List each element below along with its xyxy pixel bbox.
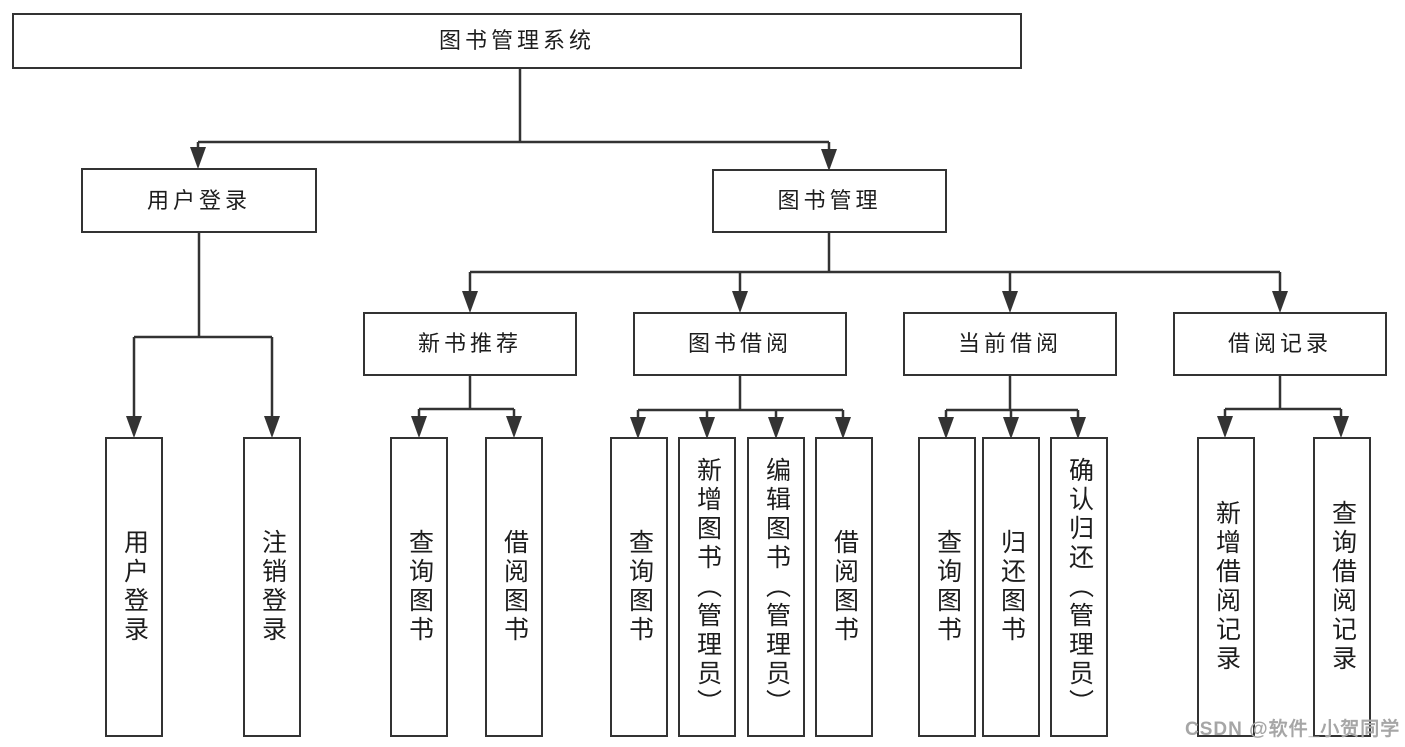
node-label: 借阅图书 — [830, 529, 859, 645]
leaf-confirm-return-admin: 确认归还（管理员） — [1050, 437, 1108, 737]
csdn-watermark: CSDN @软件_小贺同学 — [1185, 719, 1401, 740]
node-label: 新增借阅记录 — [1212, 500, 1241, 674]
node-label: 借阅图书 — [500, 529, 529, 645]
node-label: 确认归还（管理员） — [1065, 456, 1094, 718]
node-label: 查询借阅记录 — [1328, 500, 1357, 674]
arrowhead-icon — [732, 291, 748, 313]
arrowhead-icon — [1333, 416, 1349, 438]
node-new-book-recommend: 新书推荐 — [363, 312, 577, 376]
arrowhead-icon — [1070, 417, 1086, 439]
arrowhead-icon — [699, 417, 715, 439]
node-label: 注销登录 — [258, 529, 287, 645]
node-label: 借阅记录 — [1227, 331, 1332, 356]
arrowhead-icon — [1217, 416, 1233, 438]
node-borrow-records: 借阅记录 — [1173, 312, 1387, 376]
node-book-management: 图书管理 — [712, 169, 947, 233]
arrowhead-icon — [1002, 291, 1018, 313]
arrowhead-icon — [126, 416, 142, 438]
arrowhead-icon — [411, 416, 427, 438]
leaf-borrow-book-2: 借阅图书 — [815, 437, 873, 737]
leaf-add-book-admin: 新增图书（管理员） — [678, 437, 736, 737]
node-label: 查询图书 — [625, 529, 654, 645]
leaf-return-book: 归还图书 — [982, 437, 1040, 737]
arrowhead-icon — [264, 416, 280, 438]
node-label: 编辑图书（管理员） — [762, 456, 791, 718]
leaf-query-book-1: 查询图书 — [390, 437, 448, 737]
node-label: 用户登录 — [120, 529, 149, 645]
node-label: 图书借阅 — [687, 331, 792, 356]
arrowhead-icon — [190, 147, 206, 169]
arrowhead-icon — [1272, 291, 1288, 313]
node-user-login: 用户登录 — [81, 168, 317, 233]
node-label: 查询图书 — [405, 529, 434, 645]
node-root: 图书管理系统 — [12, 13, 1022, 69]
leaf-logout-login: 注销登录 — [243, 437, 301, 737]
node-label: 新增图书（管理员） — [693, 456, 722, 718]
node-book-borrow: 图书借阅 — [633, 312, 847, 376]
node-label: 新书推荐 — [417, 331, 522, 356]
arrowhead-icon — [506, 416, 522, 438]
arrowhead-icon — [768, 417, 784, 439]
node-label: 图书管理系统 — [438, 28, 595, 53]
leaf-query-book-2: 查询图书 — [610, 437, 668, 737]
leaf-query-book-3: 查询图书 — [918, 437, 976, 737]
node-label: 归还图书 — [997, 529, 1026, 645]
node-label: 查询图书 — [933, 529, 962, 645]
arrowhead-icon — [630, 417, 646, 439]
node-label: 用户登录 — [146, 187, 251, 213]
arrowheads — [126, 147, 1349, 439]
node-label: 当前借阅 — [957, 331, 1062, 356]
node-label: 图书管理 — [777, 188, 882, 213]
leaf-query-borrow-record: 查询借阅记录 — [1313, 437, 1371, 737]
arrowhead-icon — [835, 417, 851, 439]
leaf-add-borrow-record: 新增借阅记录 — [1197, 437, 1255, 737]
arrowhead-icon — [938, 417, 954, 439]
arrowhead-icon — [462, 291, 478, 313]
leaf-borrow-book-1: 借阅图书 — [485, 437, 543, 737]
arrowhead-icon — [1003, 417, 1019, 439]
arrowhead-icon — [821, 149, 837, 171]
leaf-edit-book-admin: 编辑图书（管理员） — [747, 437, 805, 737]
node-current-borrow: 当前借阅 — [903, 312, 1117, 376]
leaf-user-login: 用户登录 — [105, 437, 163, 737]
